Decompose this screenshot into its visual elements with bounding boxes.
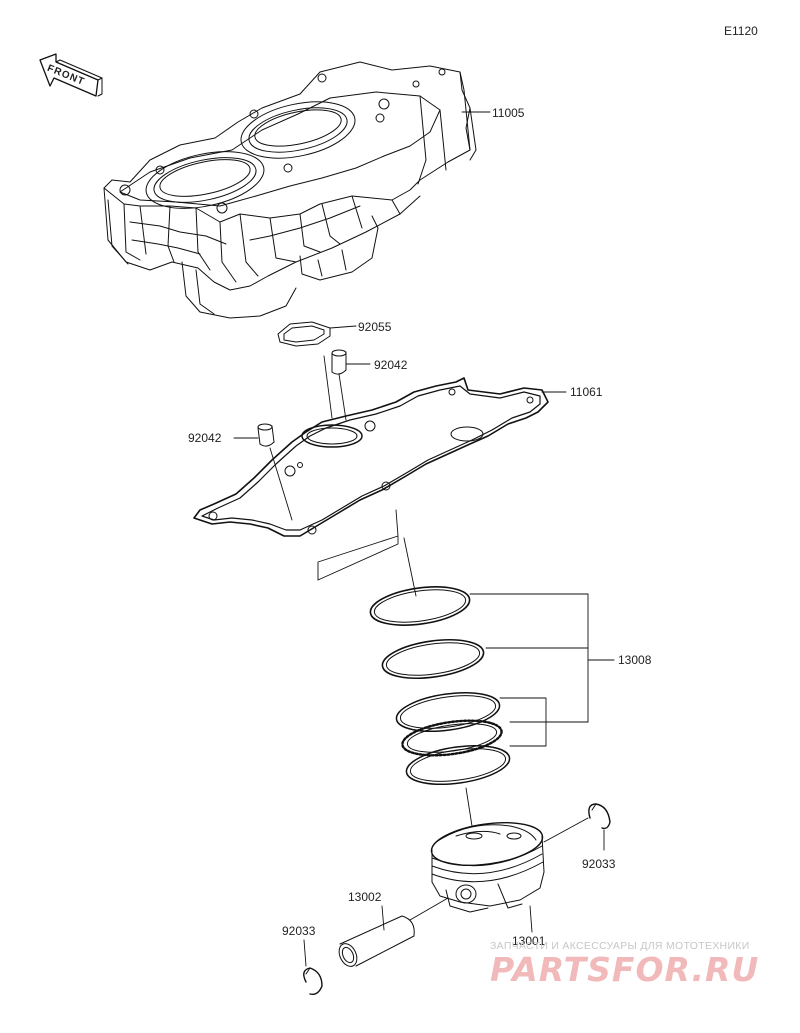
watermark-logo: PARTSFOR.RU [490,950,760,989]
oil-ring-rail-lower [405,745,511,785]
oil-ring-rail-upper [395,692,501,732]
piston-ring-2 [381,639,485,679]
front-arrow-icon [39,53,103,97]
oil-ring-expander [401,719,503,757]
piston-pin [338,915,415,967]
part-label-92033-right[interactable]: 92033 [582,857,616,871]
part-label-13001[interactable]: 13001 [512,934,546,948]
dowel-pin-left [257,423,275,447]
oring-92055 [277,321,331,347]
dowel-pin-right [331,349,347,375]
circlip-right [588,803,611,830]
part-label-11005[interactable]: 11005 [492,106,525,120]
watermark-caption: ЗАПЧАСТИ И АКСЕССУАРЫ ДЛЯ МОТОТЕХНИКИ [490,940,750,952]
part-label-11061[interactable]: 11061 [570,385,603,399]
leader-lines [233,111,615,967]
part-label-92033-left[interactable]: 92033 [282,924,316,938]
part-label-92055[interactable]: 92055 [358,320,392,334]
part-label-92042-left[interactable]: 92042 [188,431,222,445]
diagram-code: E1120 [724,24,758,38]
cylinder-gasket [193,377,549,537]
circlip-left [303,967,323,996]
part-label-13008[interactable]: 13008 [618,653,652,667]
part-label-13002[interactable]: 13002 [348,890,382,904]
part-label-92042-right[interactable]: 92042 [374,358,408,372]
cylinder-block [103,61,477,319]
piston-ring-1 [369,586,471,626]
piston [430,822,545,913]
